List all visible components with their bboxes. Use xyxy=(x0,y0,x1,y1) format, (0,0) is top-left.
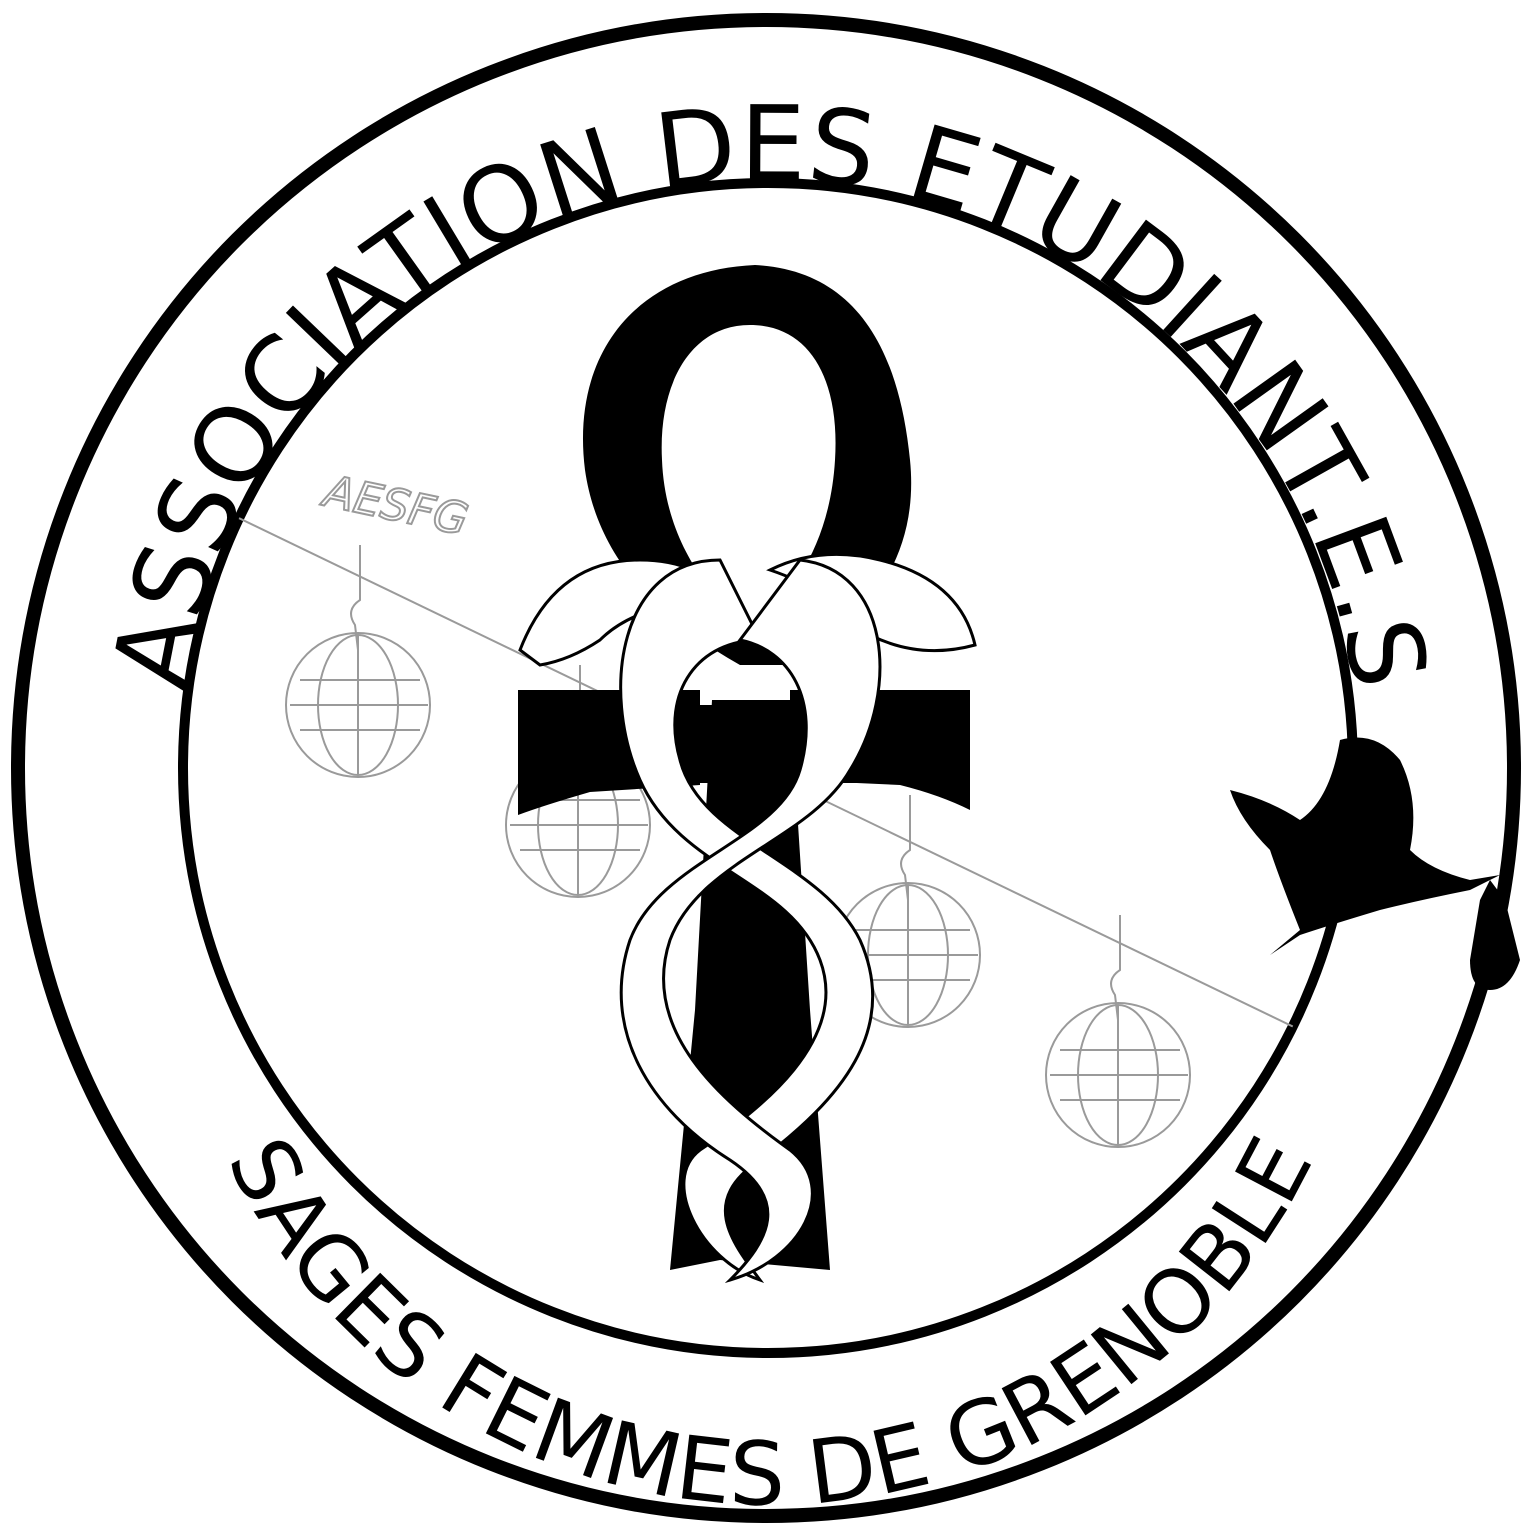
cabin-4 xyxy=(1045,915,1191,1148)
badge-text: AESFG xyxy=(317,465,473,546)
caduceus-snakes-icon xyxy=(518,552,977,1284)
stork-icon xyxy=(1230,737,1520,990)
cabin-1 xyxy=(285,545,431,778)
outer-ring xyxy=(11,13,1521,1523)
